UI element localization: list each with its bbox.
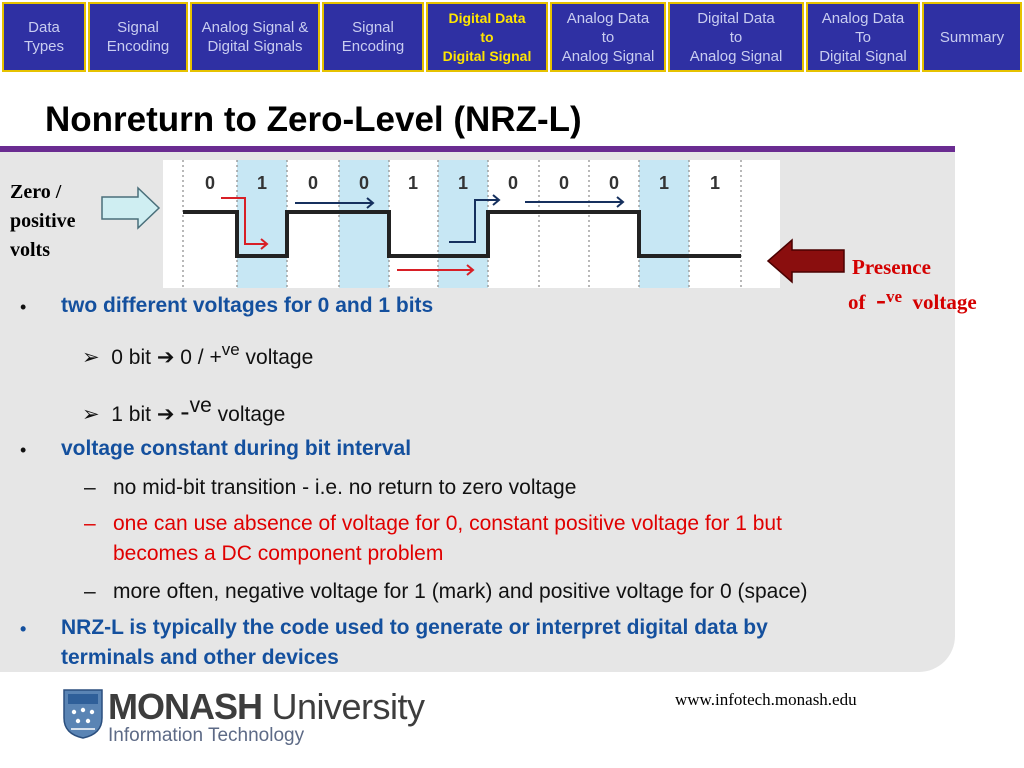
presence-line: of -ve voltage [848, 282, 977, 317]
tab-label-line: to [601, 28, 615, 46]
tab-label-line: Analog Data [821, 9, 905, 27]
presence-voltage-word: voltage [912, 290, 977, 314]
bullet-dot: • [20, 440, 27, 460]
arrow-right-icon: ➔ [156, 346, 175, 369]
bullet-dot: • [20, 619, 27, 639]
tab-label-line: Encoding [341, 38, 405, 55]
tab-label-line: Digital Signals [207, 38, 303, 55]
tab-label-line: Data [28, 19, 60, 36]
tab-label-line: Analog Signal & [201, 19, 309, 36]
presence-of-word: of [848, 290, 866, 314]
bullet-nrz-l-terminals-line2: terminals and other devices [61, 646, 339, 669]
dash-marker: – [84, 512, 96, 535]
footer-url[interactable]: www.infotech.monash.edu [675, 690, 857, 709]
detail-dc-component-line1: one can use absence of voltage for 0, co… [113, 512, 782, 535]
sub-bullet-text: voltage [217, 403, 286, 426]
bit-label: 1 [710, 173, 720, 193]
sub-bullet-text: 0 bit [111, 346, 151, 369]
right-arrow-icon [101, 186, 161, 230]
sub-bullet-0-bit: ➢ 0 bit ➔ 0 / +ve voltage [82, 340, 313, 370]
tab-label-line: Digital Data [448, 9, 526, 26]
red-annotation-arrows [221, 197, 475, 276]
tab-label-line: Signal [117, 19, 159, 36]
bullet-two-voltages: two different voltages for 0 and 1 bits [61, 294, 434, 317]
label-line: positive [10, 210, 76, 232]
bullet-dot: • [20, 297, 27, 317]
bit-label: 0 [609, 173, 619, 193]
ve-superscript: ve [886, 287, 903, 306]
bit-cell-shade [438, 160, 488, 288]
presence-line: Presence [852, 255, 931, 279]
minus-sign: - [180, 396, 190, 427]
bit-label: 1 [458, 173, 468, 193]
tab-label-line: To [855, 28, 871, 46]
bullet-nrz-l-terminals-line1: NRZ-L is typically the code used to gene… [61, 616, 768, 639]
arrow-right-icon: ➔ [156, 403, 175, 426]
sub-bullet-text: 1 bit [111, 403, 151, 426]
monash-crest-icon [63, 689, 103, 739]
bit-label: 0 [508, 173, 518, 193]
zero-positive-volts-label: Zero / positive volts [10, 178, 76, 265]
bit-label: 0 [205, 173, 215, 193]
detail-dc-component-line2: becomes a DC component problem [113, 542, 444, 565]
monash-university-wordmark: MONASH University [108, 686, 425, 728]
nrz-l-waveform-diagram: 0 1 0 0 1 1 0 0 0 1 1 [163, 160, 780, 288]
bit-label: 0 [359, 173, 369, 193]
detail-mark-space: more often, negative voltage for 1 (mark… [113, 580, 808, 603]
chevron-right-icon: ➢ [82, 346, 100, 369]
navy-annotation-arrows [295, 194, 625, 243]
ve-superscript: ve [221, 340, 240, 359]
presence-of-negative-voltage-label: Presence of -ve voltage [848, 252, 977, 317]
tab-label-line: to [729, 28, 743, 46]
bit-label: 1 [659, 173, 669, 193]
tab-label-line: Signal [352, 19, 394, 36]
tab-label-line: Analog Signal [561, 47, 655, 65]
dash-marker: – [84, 580, 96, 603]
wordmark-rest: University [262, 686, 426, 727]
tab-label-line: Analog Data [566, 9, 650, 27]
tab-label-line: Types [23, 38, 65, 55]
bit-cell-shade [339, 160, 389, 288]
bit-label: 1 [408, 173, 418, 193]
slide-title: Nonreturn to Zero-Level (NRZ-L) [45, 100, 582, 139]
left-arrow-icon [766, 238, 845, 284]
detail-no-mid-bit: no mid-bit transition - i.e. no return t… [113, 476, 577, 499]
nav-tab-summary[interactable]: Summary [922, 2, 1022, 72]
nav-tab-analog-digital-signals[interactable]: Analog Signal & Digital Signals [190, 2, 320, 72]
information-technology-label: Information Technology [108, 725, 305, 746]
title-divider [0, 146, 955, 152]
sub-bullet-text: voltage [245, 346, 314, 369]
bit-label: 0 [559, 173, 569, 193]
ve-superscript: ve [189, 394, 212, 417]
tab-label-line: Summary [939, 28, 1005, 46]
tab-label-line: Digital Data [697, 9, 775, 27]
tab-label-line: to [480, 28, 494, 45]
bit-grid [182, 160, 742, 288]
tab-label-line: Analog Signal [689, 47, 783, 65]
bit-label: 0 [308, 173, 318, 193]
wordmark-bold: MONASH [108, 686, 263, 727]
tab-label-line: Digital Signal [442, 47, 532, 64]
bit-cell-shade [639, 160, 689, 288]
bullet-voltage-constant: voltage constant during bit interval [61, 437, 412, 460]
nrz-signal-trace [183, 210, 741, 258]
dash-marker: – [84, 476, 96, 499]
sub-bullet-text: 0 / + [180, 346, 222, 369]
label-line: volts [10, 239, 50, 261]
minus-sign: - [876, 283, 886, 316]
label-line: Zero / [10, 181, 62, 203]
chevron-right-icon: ➢ [82, 403, 100, 426]
bit-label: 1 [257, 173, 267, 193]
tab-label-line: Digital Signal [819, 47, 907, 65]
sub-bullet-1-bit: ➢ 1 bit ➔ -ve voltage [82, 394, 285, 428]
tab-label-line: Encoding [106, 38, 170, 55]
